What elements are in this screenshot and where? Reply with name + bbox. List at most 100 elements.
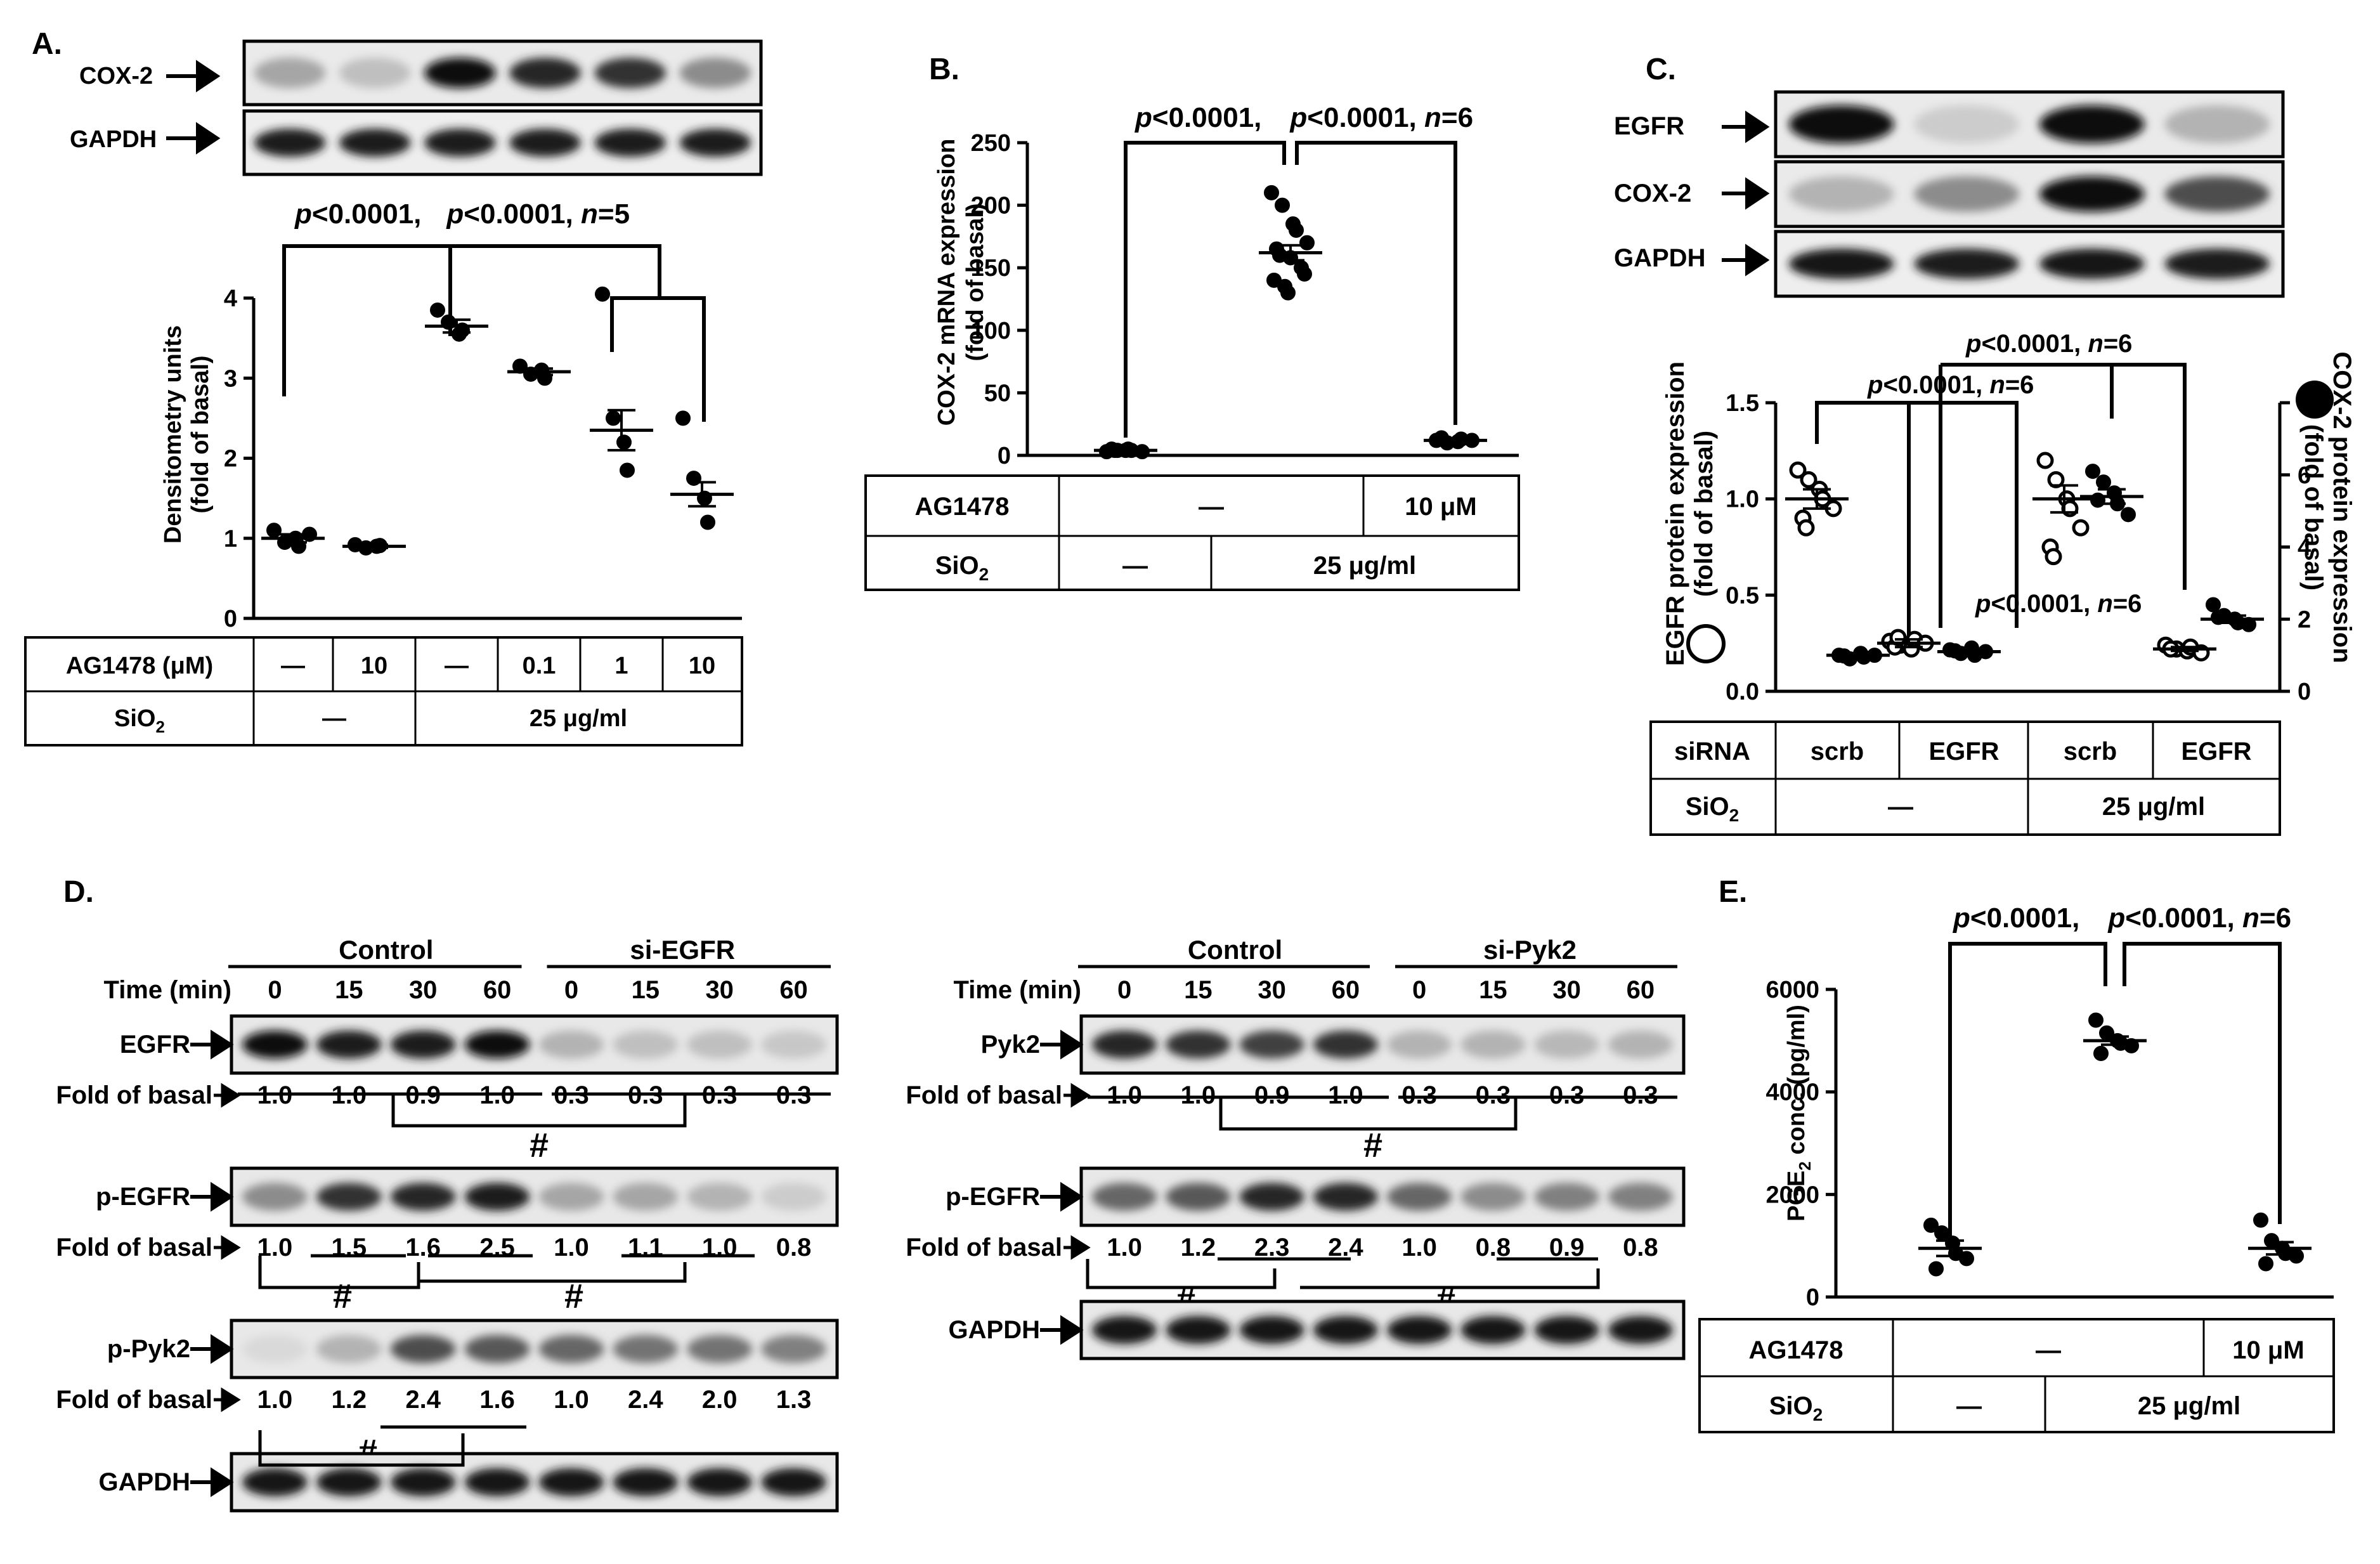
blot-band [1914,249,2020,279]
panel-c-marks [1785,452,2264,667]
blot-band [687,1468,753,1496]
blot-band [1914,105,2020,143]
blot-band [2164,249,2270,279]
panel-c-blot-bands-egfr [1788,105,2270,143]
blot-band [1460,1316,1526,1344]
blot-band [761,1183,826,1211]
y-tick-label: 2 [2298,606,2311,633]
y-tick-label: 6000 [1765,977,1819,1003]
data-point [1299,235,1315,251]
panel-c-arrow-gapdh [1722,244,1770,277]
bracket [1086,1259,1600,1289]
time-tick: 60 [483,976,512,1004]
panel-b-table: AG1478 — 10 μM SiO2 — 25 μg/ml [864,474,1520,591]
fold-value: 0.8 [776,1234,812,1261]
blot-band [761,1031,826,1059]
y-tick-label: 0 [1806,1284,1819,1311]
time-tick: 0 [564,976,578,1004]
bracket [391,1094,687,1128]
y-tick-label: 2 [224,446,237,472]
blot-band [538,1031,604,1059]
y-tick-label: 0.5 [1726,582,1759,609]
blot-band [761,1468,826,1496]
arrow-icon [190,1334,234,1364]
fold-value: 1.0 [554,1386,589,1414]
data-point [1934,1225,1949,1241]
fold-value: 1.0 [1107,1234,1142,1261]
y-tick-label: 1 [224,526,237,552]
blot-band [1239,1316,1304,1344]
blot-band [1386,1031,1452,1059]
blot-band [424,58,496,88]
time-tick: 60 [1627,976,1655,1004]
blot-band [390,1468,456,1496]
fold-value: 0.3 [1549,1081,1585,1109]
fold-value: 2.4 [628,1386,663,1414]
fold-value: 1.2 [1181,1234,1216,1261]
blot-band [2039,105,2145,143]
data-point [616,434,632,450]
fold-value: 1.6 [479,1386,515,1414]
blot-band [1788,249,1894,279]
panel-b-stat-text: p<0.0001,p<0.0001, n=6 [1135,102,1473,133]
panel-a-table-cell: 25 μg/ml [530,705,627,732]
fold-value: 0.8 [1476,1234,1511,1261]
panel-c: C. EGFR COX-2 GAPDH p<0.0001, n=6 p<0.00… [1614,53,2356,836]
panel-e-table: AG1478 — 10 μM SiO2 — 25 μg/ml [1698,1318,2335,1433]
arrow-icon [214,1387,241,1412]
panel-a-blot-label-gapdh: GAPDH [70,126,157,153]
fold-value: 0.9 [1254,1081,1290,1109]
panel-a-ylabel-1: Densitometry units [160,325,186,544]
blot-band [242,1031,308,1059]
blot-band [1091,1183,1157,1211]
filled-circle-legend-icon [2296,381,2334,419]
panel-c-blot-label-cox2: COX-2 [1614,179,1691,207]
panel-b: B. p<0.0001,p<0.0001, n=6 05010015020025… [864,53,1520,591]
blot-band [1788,105,1894,143]
panel-a-blot-frame-gapdh [242,109,763,176]
blot-band [424,129,496,157]
hash-mark: # [564,1277,583,1315]
panel-e: E. p<0.0001,p<0.0001, n=6 0200040006000 … [1698,875,2335,1433]
data-point [2206,597,2221,613]
time-tick: 60 [1332,976,1360,1004]
panel-b-table-cell: — [1199,493,1224,521]
arrow-icon [214,1235,241,1260]
panel-a-arrow-gapdh [166,122,221,155]
blot-band [613,1183,679,1211]
blot-band [1788,176,1894,212]
panel-c-ylabel-right-2: (fold of basal) [2299,424,2327,590]
panel-c-ylabel-left-1: EGFR protein expression [1661,362,1689,666]
blot-band [242,1183,308,1211]
blot-name-gapdh: GAPDH [99,1468,190,1496]
blot-band [254,129,326,157]
data-point [1797,519,1815,537]
panel-a-significance: p<0.0001,p<0.0001, n=5 [282,199,706,422]
panel-c-stat-3: p<0.0001, n=6 [1975,590,2142,618]
fold-label: Fold of basal [906,1081,1062,1109]
panel-e-table-row1-label: AG1478 [1749,1336,1844,1364]
panel-a-blot-frame-cox2 [242,39,763,107]
blot-band [1914,176,2020,212]
fold-value: 2.4 [405,1386,441,1414]
blot-band [1386,1316,1452,1344]
blot-band [1091,1031,1157,1059]
panel-c-table-cell: scrb [1811,738,1864,766]
blot-band [1166,1183,1231,1211]
time-tick: 30 [409,976,438,1004]
y-tick-label: 4 [224,285,237,312]
time-tick: 60 [779,976,808,1004]
time-tick: 15 [632,976,660,1004]
panel-e-table-cell: — [2036,1336,2061,1364]
data-point [1297,266,1312,282]
blot-band [1608,1316,1674,1344]
data-point [1959,1251,1974,1267]
fold-value: 1.0 [257,1386,293,1414]
panel-a-marks [261,286,734,556]
y-tick-label: 0 [224,606,237,632]
fold-value: 1.3 [776,1386,812,1414]
